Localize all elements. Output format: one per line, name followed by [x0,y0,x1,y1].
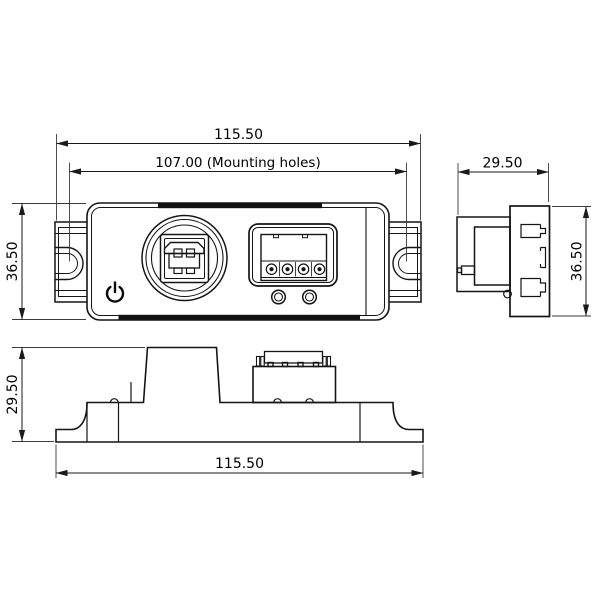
mounting-ear-right [389,221,422,303]
side-groove-profile [520,223,547,298]
led-indicator-left [270,289,287,305]
front-height-dimension: 36.50 [5,241,21,281]
front-view [54,202,422,321]
top-view-dimensions: 29.50 115.50 [5,347,424,478]
side-connector-pin [456,265,476,276]
led-indicator-right [301,289,318,305]
top-screw-bumps [109,398,314,403]
mounting-slot-left [55,246,84,281]
top-view [55,346,424,443]
usb-b-glyph [163,241,205,275]
front-mounting-holes-dimension: 107.00 (Mounting holes) [155,155,320,171]
enclosure-body [86,202,390,321]
usb-b-connector [141,214,228,302]
terminal-screws [265,263,326,275]
side-width-dimension: 29.50 [482,156,522,172]
side-flange-plate [456,216,511,293]
bottom-label-recess [118,314,360,321]
side-body [473,226,511,286]
front-width-dimension: 115.50 [214,127,263,143]
side-front-bezel [509,205,551,318]
top-width-dimension: 115.50 [215,456,264,472]
mounting-ear-left [54,221,87,303]
power-icon [105,281,125,303]
front-view-dimensions: 115.50 107.00 (Mounting holes) 36.50 [5,127,421,320]
mounting-slot-right [392,246,421,281]
side-view-dimensions: 29.50 36.50 [457,156,591,317]
side-view [456,205,551,318]
top-height-dimension: 29.50 [5,374,21,414]
top-outline [55,346,424,443]
terminal-block [248,223,338,287]
side-screw-boss [503,289,512,299]
top-terminal-block [252,350,337,404]
side-height-dimension: 36.50 [570,241,586,281]
top-label-recess [158,202,322,209]
